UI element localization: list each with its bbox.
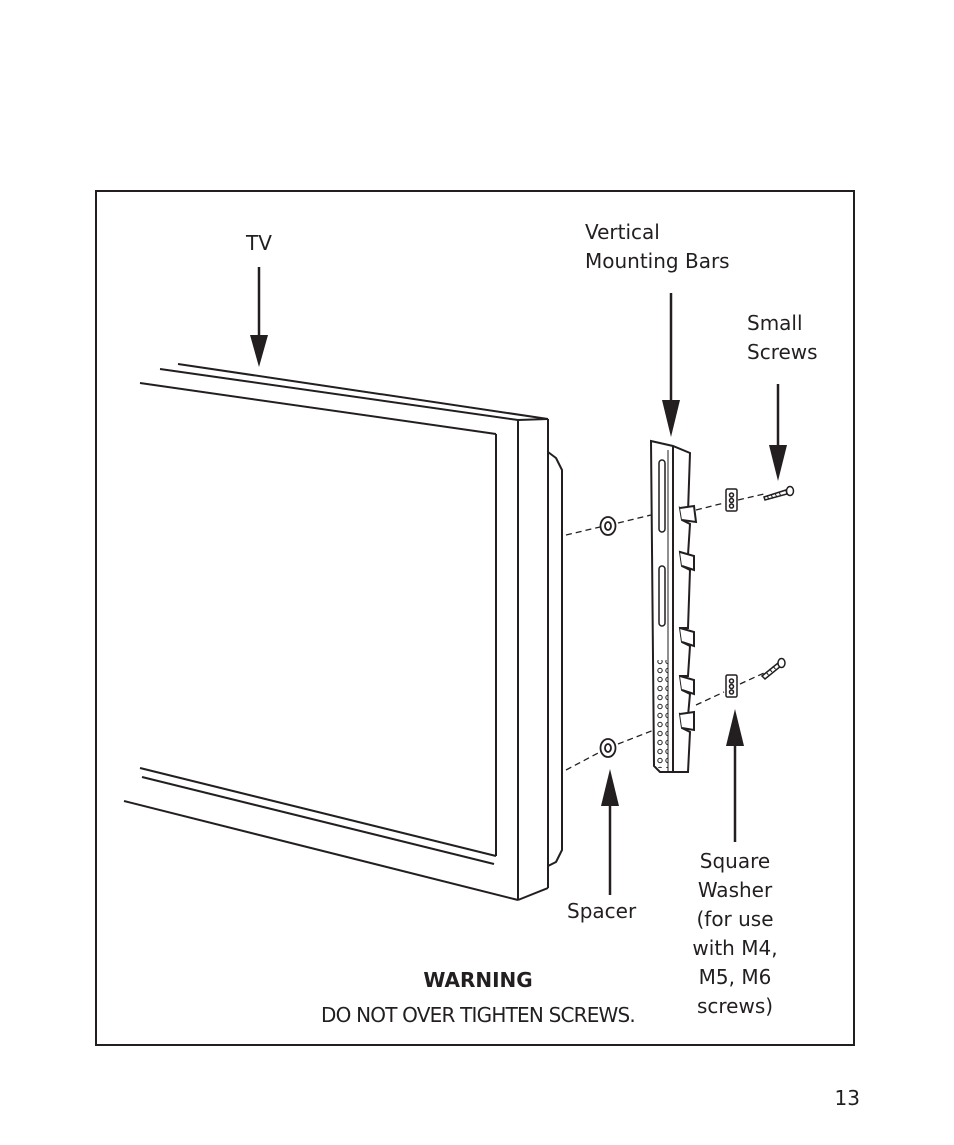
tv-panel: [123, 363, 563, 901]
square-washer-bottom: [725, 674, 738, 698]
small-screw-top: [763, 485, 795, 501]
arrow-square-washer: [726, 709, 744, 842]
page-number: 13: [834, 1086, 860, 1110]
small-screw-bottom: [760, 657, 786, 681]
arrow-spacer: [601, 769, 619, 895]
vertical-mounting-bar: [649, 439, 698, 773]
spacer-bottom: [599, 738, 617, 758]
label-spacer: Spacer: [567, 899, 637, 923]
alignment-lines: [565, 493, 765, 771]
arrow-mounting-bars: [662, 293, 680, 437]
diagram-frame: [95, 190, 855, 1046]
label-vertical-mounting-bars: Vertical Mounting Bars: [585, 220, 730, 273]
label-small-screws: Small Screws: [747, 311, 818, 364]
square-washer-top: [725, 488, 738, 512]
warning-title: WARNING: [423, 968, 533, 992]
warning-text: DO NOT OVER TIGHTEN SCREWS.: [321, 1003, 636, 1027]
arrow-tv: [250, 267, 268, 367]
arrow-small-screws: [769, 384, 787, 481]
label-tv: TV: [246, 231, 272, 255]
spacer-top: [599, 516, 617, 536]
label-square-washer: Square Washer (for use with M4, M5, M6 s…: [692, 849, 778, 1018]
